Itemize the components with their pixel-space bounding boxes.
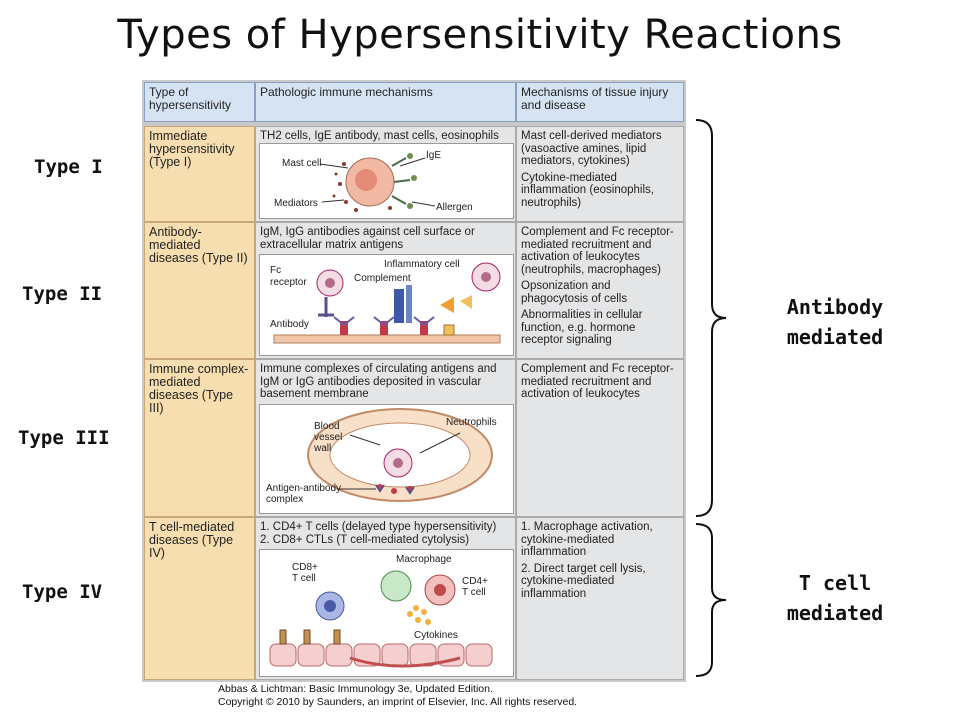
row2-label-inflammatory-cell: Inflammatory cell: [384, 259, 460, 270]
row4-label-cd4-1: CD4+: [462, 576, 488, 587]
row2-label-antibody: Antibody: [270, 319, 309, 330]
row4-injury-2: 2. Direct target cell lysis, cytokine-me…: [521, 562, 646, 600]
row3-label-vessel: vessel: [314, 432, 342, 443]
row2-injury-2: Opsonization and phagocytosis of cells: [521, 280, 628, 305]
row2-mechanism-text: IgM, IgG antibodies against cell surface…: [260, 226, 475, 251]
tcell-label-line2: mediated: [786, 601, 884, 625]
header-mechanism: Pathologic immune mechanisms: [255, 82, 516, 122]
page-title: Types of Hypersensitivity Reactions: [117, 12, 843, 58]
row3-injury-1: Complement and Fc receptor-mediated recr…: [521, 363, 674, 400]
row1-mechanism-text: TH2 cells, IgE antibody, mast cells, eos…: [260, 130, 499, 142]
row3-label-wall: wall: [313, 443, 331, 454]
row3-injury: Complement and Fc receptor-mediated recr…: [516, 359, 684, 517]
row4-injury: 1. Macrophage activation, cytokine-media…: [516, 517, 684, 680]
tcell-label-line1: T cell: [798, 571, 872, 595]
tcell-mediated-label: T cell mediated: [760, 568, 910, 628]
row3-mechanism: Immune complexes of circulating antigens…: [255, 359, 516, 517]
footer-citation: Abbas & Lichtman: Basic Immunology 3e, U…: [218, 683, 577, 709]
row4-label-cytokines: Cytokines: [414, 630, 458, 641]
row1-label-mediators: Mediators: [274, 198, 318, 209]
row4-label-macrophage: Macrophage: [396, 554, 452, 565]
row3-illustration: Blood vessel wall Neutrophils Antigen-an…: [259, 404, 514, 514]
row1-illustration: Mast cell IgE Mediators Allergen: [259, 143, 514, 219]
antibody-brace: [695, 119, 727, 517]
row1-mechanism: TH2 cells, IgE antibody, mast cells, eos…: [255, 126, 516, 222]
row4-label-cd8-1: CD8+: [292, 562, 318, 573]
footer-line1: Abbas & Lichtman: Basic Immunology 3e, U…: [218, 683, 493, 695]
row1-label-ige: IgE: [426, 150, 441, 161]
side-label-type-4: Type IV: [22, 581, 103, 603]
row2-injury: Complement and Fc receptor-mediated recr…: [516, 222, 684, 359]
header-injury: Mechanisms of tissue injury and disease: [516, 82, 684, 122]
row2-injury-3: Abnormalities in cellular function, e.g.…: [521, 309, 643, 346]
row2-injury-1: Complement and Fc receptor-mediated recr…: [521, 226, 674, 276]
row2-label-fc: Fc: [270, 265, 281, 276]
tcell-brace: [695, 523, 727, 677]
row3-label-blood-vessel-wall: Blood: [314, 421, 340, 432]
footer-line2: Copyright © 2010 by Saunders, an imprint…: [218, 696, 578, 708]
row2-label-fc-receptor: receptor: [270, 277, 307, 288]
side-label-type-2: Type II: [22, 283, 103, 305]
side-label-type-1: Type I: [34, 156, 103, 178]
row4-illustration: CD8+ T cell Macrophage CD4+ T cell Cytok…: [259, 549, 514, 677]
row3-label-neutrophils: Neutrophils: [446, 417, 497, 428]
row3-type: Immune complex-mediated diseases (Type I…: [144, 359, 255, 517]
row4-label-cd4-2: T cell: [462, 587, 486, 598]
row1-injury-2: Cytokine-mediated inflammation (eosinoph…: [521, 171, 654, 209]
row3-mechanism-text: Immune complexes of circulating antigens…: [260, 363, 497, 400]
header-type: Type of hypersensitivity: [144, 82, 255, 122]
row4-label-cd8-2: T cell: [292, 573, 316, 584]
row4-injury-1: 1. Macrophage activation, cytokine-media…: [521, 521, 653, 558]
row1-label-allergen: Allergen: [436, 202, 473, 213]
row1-injury: Mast cell-derived mediators (vasoactive …: [516, 126, 684, 222]
hypersensitivity-table: Type of hypersensitivity Pathologic immu…: [142, 80, 686, 682]
row2-illustration: Fc receptor Inflammatory cell Complement…: [259, 254, 514, 356]
row4-mechanism: 1. CD4+ T cells (delayed type hypersensi…: [255, 517, 516, 680]
antibody-mediated-label: Antibody mediated: [760, 292, 910, 352]
row1-type: Immediate hypersensitivity (Type I): [144, 126, 255, 222]
row4-mechanism-text: 1. CD4+ T cells (delayed type hypersensi…: [260, 521, 497, 546]
row2-type: Antibody-mediated diseases (Type II): [144, 222, 255, 359]
side-label-type-3: Type III: [18, 427, 110, 449]
row3-label-complex: complex: [266, 494, 303, 505]
row1-label-mast-cell: Mast cell: [282, 158, 321, 169]
row1-injury-1: Mast cell-derived mediators (vasoactive …: [521, 130, 662, 167]
antibody-label-line1: Antibody: [786, 295, 884, 319]
row2-mechanism: IgM, IgG antibodies against cell surface…: [255, 222, 516, 359]
row4-type: T cell-mediated diseases (Type IV): [144, 517, 255, 680]
row3-label-antigen-antibody: Antigen-antibody: [266, 483, 341, 494]
row2-label-complement: Complement: [354, 273, 411, 284]
antibody-label-line2: mediated: [786, 325, 884, 349]
